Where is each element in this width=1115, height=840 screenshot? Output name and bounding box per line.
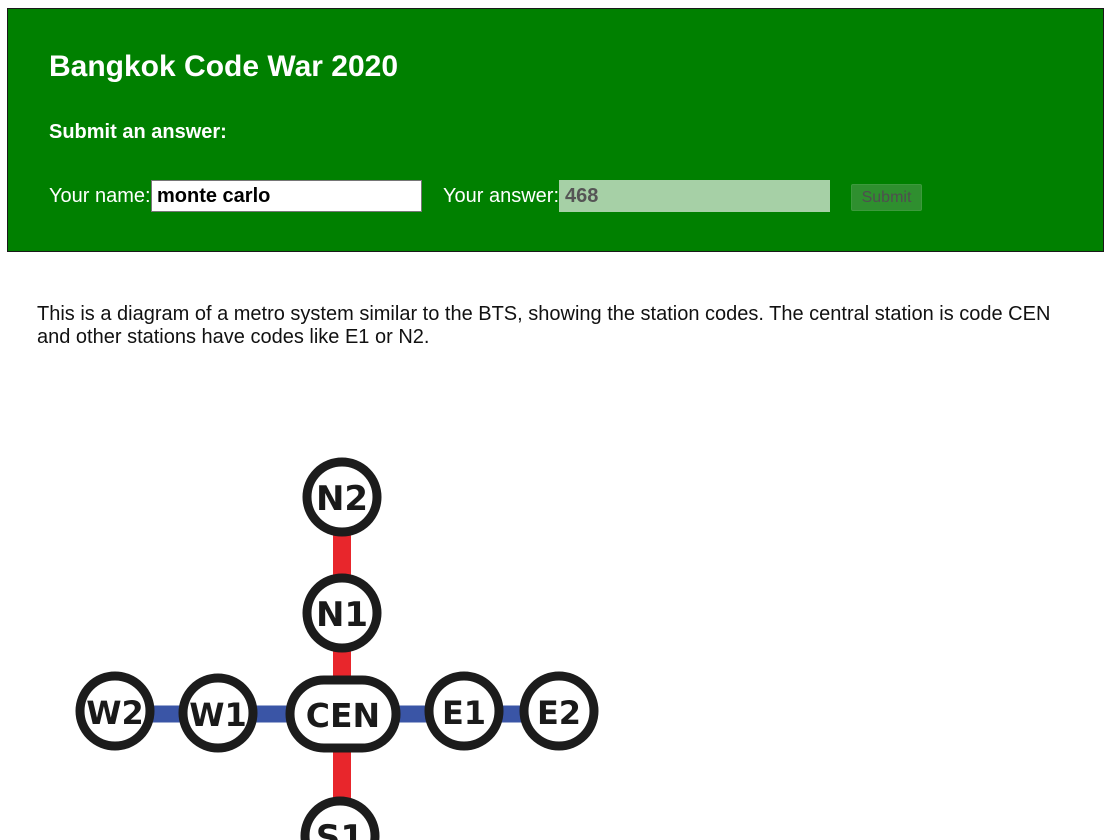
station-cen: CEN: [285, 675, 401, 753]
name-input[interactable]: [151, 180, 422, 212]
station-w2: W2: [75, 671, 155, 751]
intro-paragraph: This is a diagram of a metro system simi…: [37, 303, 1051, 348]
svg-text:E1: E1: [442, 694, 486, 732]
answer-input[interactable]: [559, 180, 830, 212]
name-label: Your name:: [49, 185, 151, 207]
metro-diagram: N2 N1 W2 W1 CEN E1 E2 S1: [75, 457, 599, 840]
header-banner: Bangkok Code War 2020 Submit an answer: …: [7, 8, 1104, 252]
svg-text:E2: E2: [537, 694, 581, 732]
svg-text:CEN: CEN: [306, 696, 380, 735]
station-e1: E1: [424, 671, 504, 751]
station-s1: S1: [300, 796, 380, 840]
station-n1: N1: [302, 573, 382, 653]
station-n2: N2: [302, 457, 382, 537]
svg-text:W1: W1: [189, 696, 247, 734]
svg-text:N1: N1: [316, 595, 368, 635]
form-heading: Submit an answer:: [49, 121, 227, 143]
station-w1: W1: [178, 673, 258, 753]
station-e2: E2: [519, 671, 599, 751]
svg-text:N2: N2: [316, 479, 368, 519]
svg-text:S1: S1: [316, 818, 364, 840]
svg-text:W2: W2: [86, 694, 144, 732]
answer-label: Your answer:: [443, 185, 559, 207]
page-title: Bangkok Code War 2020: [49, 50, 398, 83]
submit-button[interactable]: Submit: [851, 184, 922, 211]
answer-form: Your name: Your answer: Submit: [49, 180, 1069, 212]
